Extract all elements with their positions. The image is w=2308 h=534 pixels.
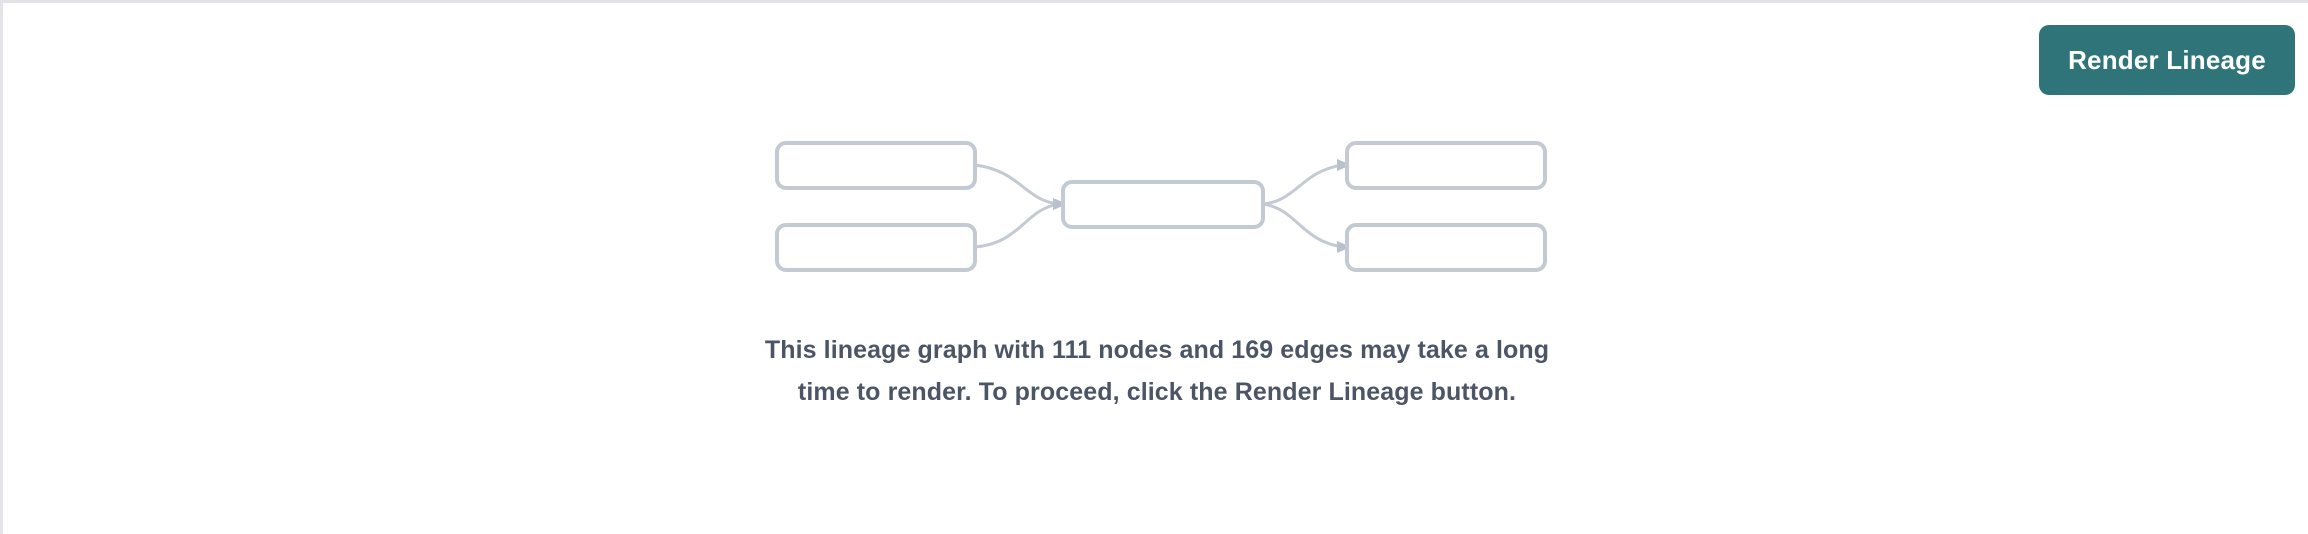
lineage-warning-message: This lineage graph with 111 nodes and 16… [764, 336, 1550, 406]
arrowhead-left-bottom-to-center [1053, 198, 1067, 210]
arrowhead-center-to-right-top [1337, 159, 1351, 171]
render-lineage-button-label: Render Lineage [2068, 44, 2266, 75]
lineage-node-left-bottom [775, 223, 977, 272]
edge-center-to-right-bottom [1262, 202, 1344, 249]
lineage-node-center [1061, 180, 1265, 229]
edge-left-bottom-to-center [974, 202, 1060, 249]
lineage-node-left-top [775, 141, 977, 190]
lineage-node-right-bottom [1345, 223, 1547, 272]
lineage-graph-illustration [763, 131, 1563, 281]
lineage-node-right-top [1345, 141, 1547, 190]
edge-center-to-right-top [1262, 163, 1344, 206]
edge-left-top-to-center [974, 163, 1060, 206]
arrowhead-center-to-right-bottom [1337, 241, 1351, 253]
render-lineage-button[interactable]: Render Lineage [2039, 25, 2295, 95]
